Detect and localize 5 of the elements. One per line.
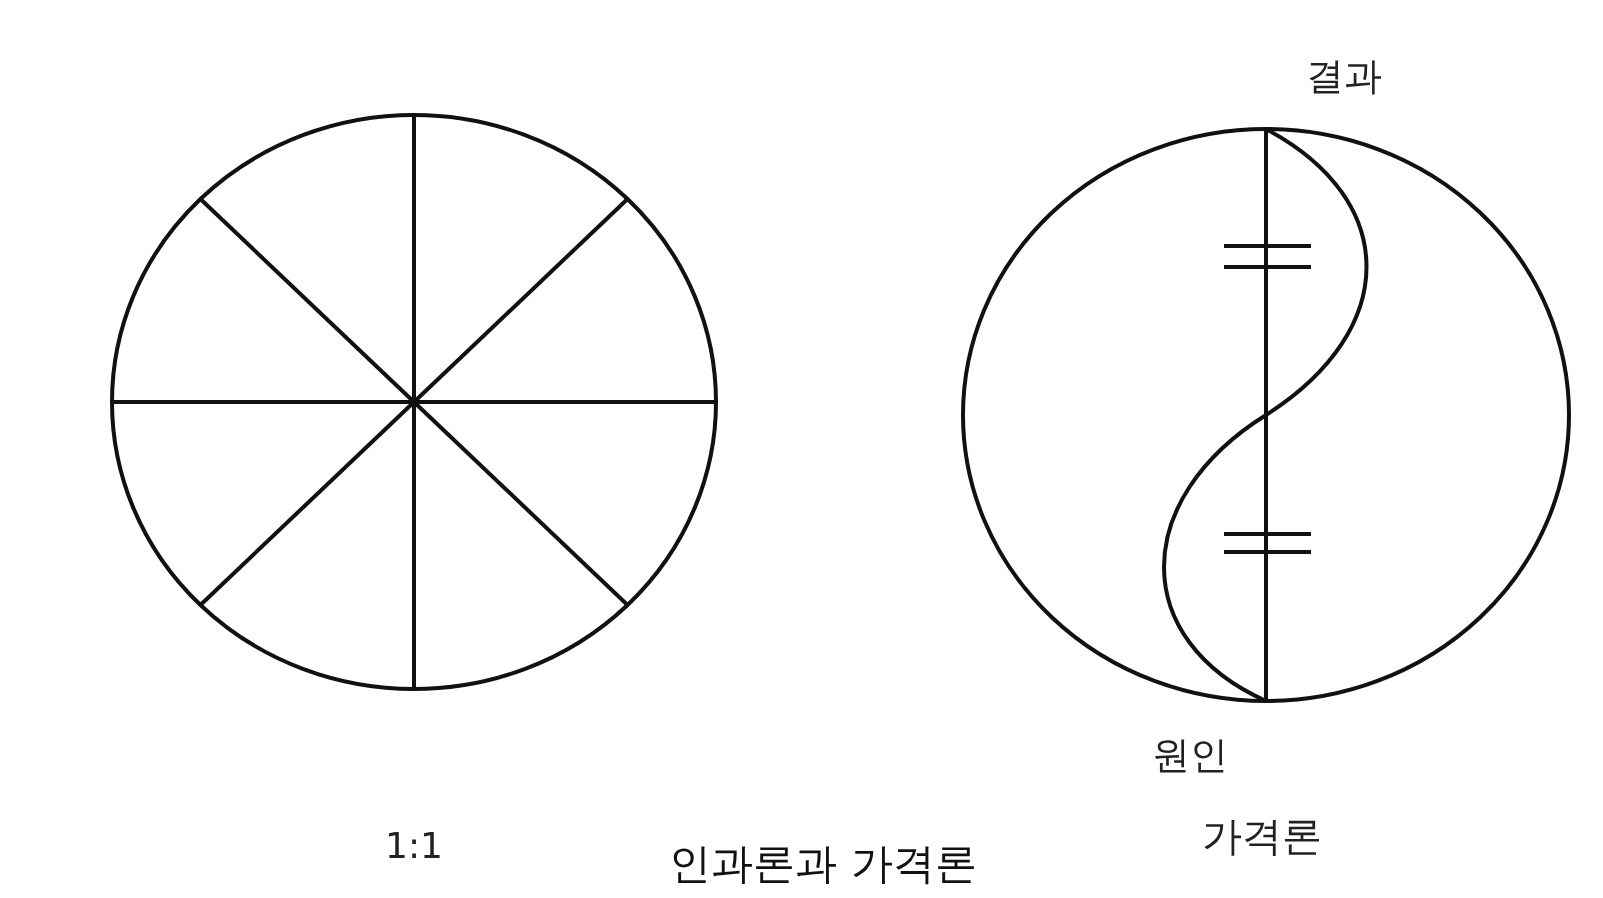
label: 원인: [1152, 735, 1228, 777]
label: 가격론: [1202, 814, 1322, 858]
label: 결과: [1306, 56, 1382, 98]
label: 1:1: [385, 826, 443, 866]
caption: 인과론과 가격론: [669, 840, 977, 888]
